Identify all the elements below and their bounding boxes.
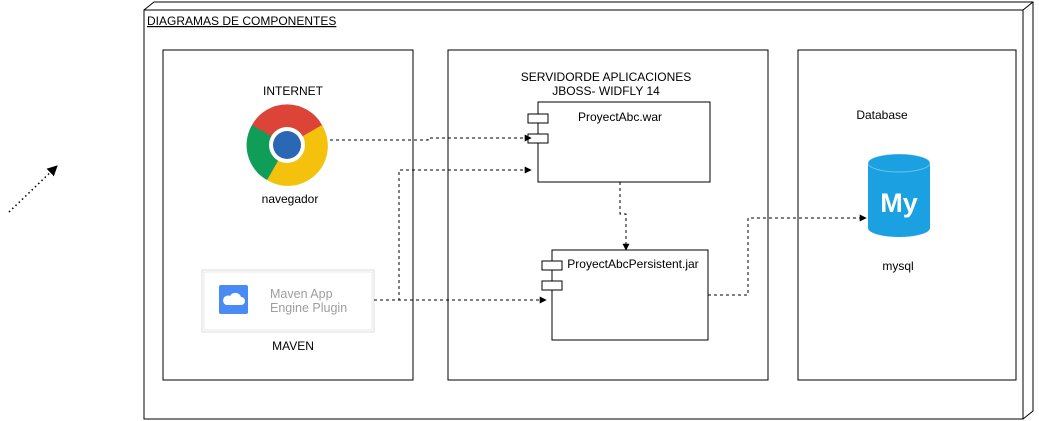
server-box[interactable]: SERVIDORDE APLICACIONES JBOSS- WIDFLY 14… [447, 49, 769, 381]
component-jar-label: ProyectAbcPersistent.jar [567, 257, 698, 271]
server-title-line2: JBOSS- WIDFLY 14 [552, 84, 660, 98]
cloud-icon [219, 285, 248, 314]
component-war[interactable]: ProyectAbc.war [527, 101, 711, 183]
edge-jar-to-mysql[interactable] [708, 214, 867, 296]
edge-war-to-jar[interactable] [619, 182, 630, 251]
mysql-icon: My [867, 153, 931, 237]
frame-title: DIAGRAMAS DE COMPONENTES [147, 14, 336, 28]
browser-label: navegador [262, 192, 319, 206]
component-icon [527, 113, 549, 124]
chrome-icon [246, 104, 328, 186]
plugin-line1: Maven App [270, 287, 333, 301]
component-jar[interactable]: ProyectAbcPersistent.jar [541, 249, 709, 341]
edge-browser-to-war[interactable] [330, 134, 532, 142]
stray-dotted-arrow[interactable] [8, 165, 58, 213]
database-box[interactable]: Database My mysql [797, 49, 1017, 381]
internet-label: INTERNET [263, 84, 324, 98]
component-war-label: ProyectAbc.war [578, 110, 662, 124]
component-icon [527, 133, 549, 144]
maven-plugin-card[interactable]: Maven App Engine Plugin [201, 269, 375, 333]
client-box[interactable]: INTERNET navegador Maven App Engine Plug… [162, 49, 414, 381]
mysql-label: mysql [882, 259, 913, 273]
component-icon [541, 280, 563, 291]
mysql-logo-text: My [880, 188, 918, 218]
plugin-line2: Engine Plugin [270, 301, 347, 315]
maven-label: MAVEN [272, 339, 314, 353]
component-icon [541, 260, 563, 271]
server-title-line1: SERVIDORDE APLICACIONES [521, 70, 692, 84]
database-title: Database [856, 108, 908, 122]
